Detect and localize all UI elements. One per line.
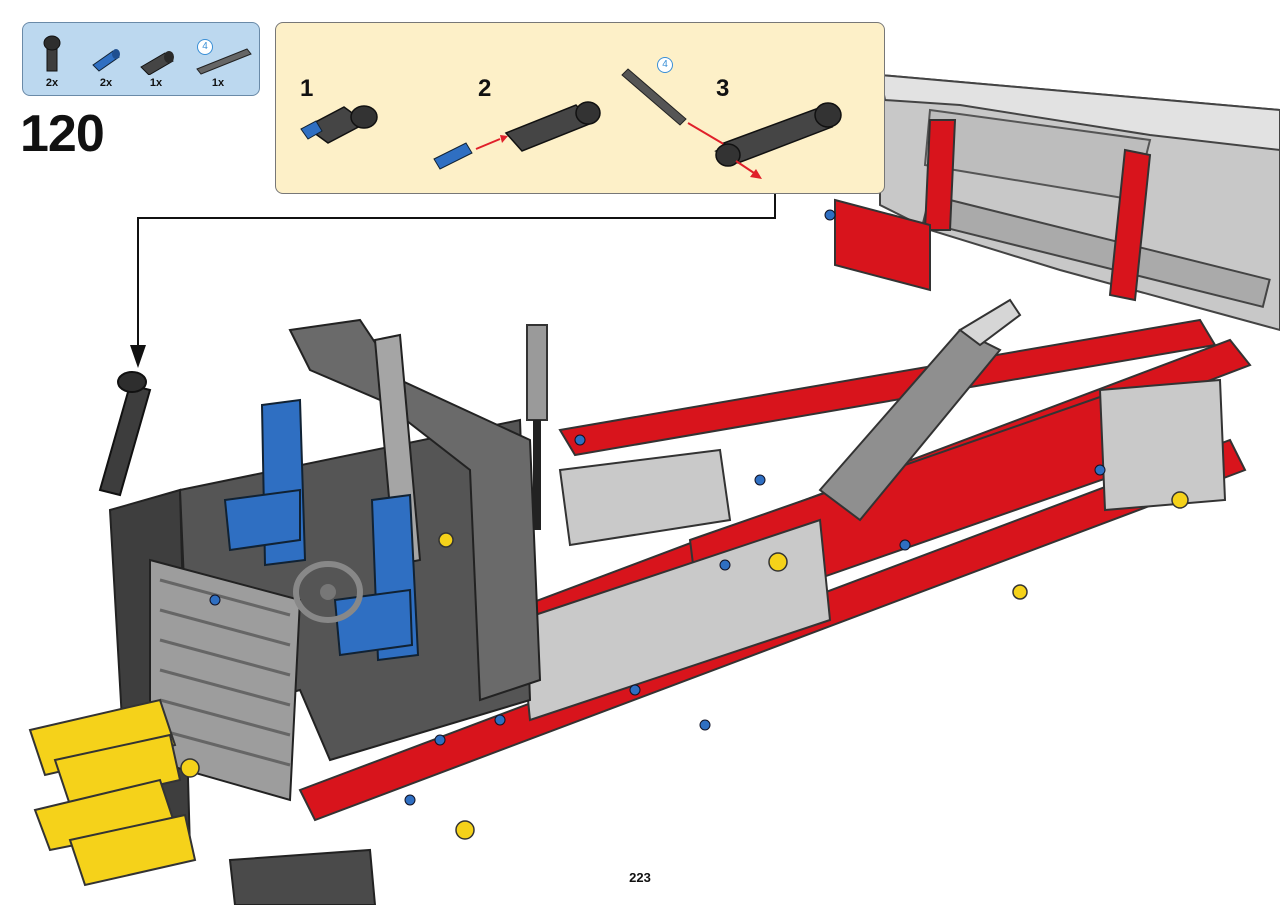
vertical-shaft	[526, 324, 548, 530]
substep-label: 3	[716, 75, 730, 102]
substep-box: 1 2 3 4	[275, 22, 885, 194]
substep-illustrations	[300, 68, 842, 179]
yellow-bumper	[28, 698, 197, 887]
connector-icon	[140, 51, 174, 75]
parts-list-item: 4 1x	[195, 29, 252, 91]
axle-length-badge: 4	[657, 57, 673, 73]
part-quantity: 2x	[99, 77, 113, 89]
parts-list-item: 1x	[133, 29, 179, 91]
substep-3-assembly	[621, 68, 842, 179]
axle-length-badge: 4	[197, 39, 213, 55]
callout-connector-arrow	[130, 192, 776, 368]
dump-body	[834, 73, 1280, 332]
parts-list-item: 2x	[83, 29, 129, 91]
pins-and-connectors	[209, 209, 1106, 806]
steering-wheel	[293, 561, 363, 623]
part-quantity: 2x	[45, 77, 59, 89]
substep-label: 1	[300, 75, 314, 102]
axle-connector-icon	[43, 35, 61, 72]
lift-cylinder	[818, 298, 1022, 522]
axle-icon	[196, 48, 252, 75]
part-quantity: 1x	[211, 77, 225, 89]
parts-list-item: 2x	[29, 29, 75, 91]
substep-label: 2	[478, 75, 492, 102]
part-quantity: 1x	[149, 77, 163, 89]
substep-2-assembly	[433, 101, 601, 170]
substep-1-assembly	[300, 105, 378, 144]
step-number: 120	[20, 105, 105, 163]
front-frame	[108, 318, 542, 905]
parts-list: 2x 2x 1x 4 1x	[22, 22, 260, 96]
axle-pin-icon	[92, 49, 120, 72]
blue-beams	[223, 398, 420, 662]
yellow-pins	[180, 491, 1189, 840]
page-number: 223	[629, 870, 651, 885]
new-part-assembly	[98, 371, 152, 497]
